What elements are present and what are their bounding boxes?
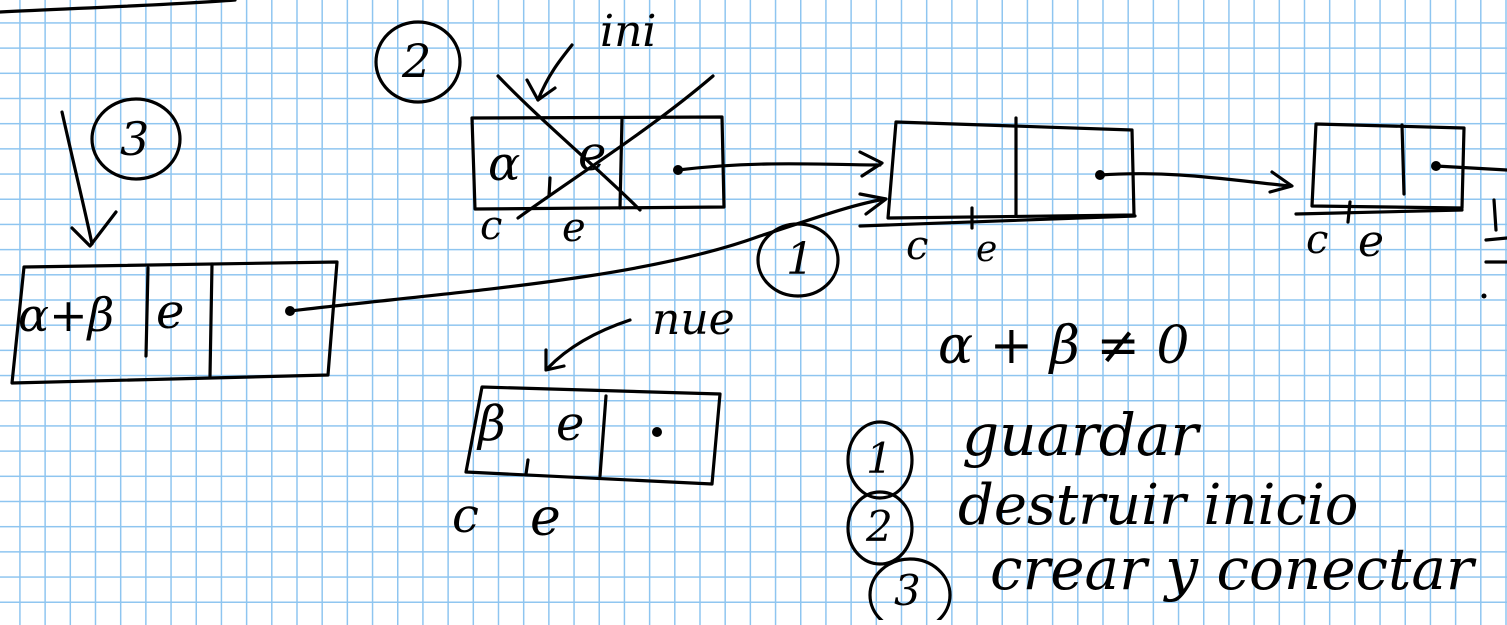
new-node-divider-1 (598, 394, 608, 478)
new-node-pointer-dot (652, 427, 662, 437)
old-node-pointer-head (858, 150, 884, 178)
merged-node-exp: e (156, 284, 185, 340)
step-3-circle (90, 97, 182, 181)
new-node-coef: β (478, 396, 506, 452)
merged-node-pointer-head (858, 192, 888, 216)
old-node-coef: α (488, 136, 521, 192)
node-3-divider (1400, 123, 1406, 196)
nue-label: nue (652, 294, 735, 345)
step-3-marker-number: 3 (120, 112, 150, 166)
legend-step-3-number: 3 (894, 566, 921, 615)
node-2-pointer (1098, 172, 1292, 188)
old-node-box (470, 115, 726, 211)
node-2-underline (858, 214, 1137, 228)
node-3-pointer (1434, 164, 1507, 172)
node-3-field-e-label: e (1358, 216, 1385, 267)
old-node-cross-1 (496, 74, 642, 212)
new-node-field-c-label: c (452, 488, 479, 544)
new-node-exp: e (556, 396, 585, 452)
merged-node-coef: α+β (18, 288, 115, 342)
old-node-field-e-label: e (562, 205, 586, 251)
node-2-field-c-label: c (906, 223, 929, 269)
ini-arrow (536, 43, 574, 102)
new-node-field-e-label: e (530, 488, 561, 548)
node-3-continue (1484, 198, 1507, 264)
legend-step-1-number: 1 (866, 434, 893, 483)
new-node-tick (524, 458, 530, 476)
node-2-field-e-label: e (976, 229, 998, 270)
node-3-underline (1294, 208, 1464, 216)
old-node-divider-2 (547, 176, 552, 198)
legend-step-1-circle (846, 420, 914, 500)
old-node-cross-2 (516, 74, 715, 220)
top-stroke (0, 0, 237, 14)
legend-step-3-circle (868, 557, 952, 625)
nue-arrow (546, 318, 632, 370)
step-2-marker-number: 2 (402, 34, 432, 88)
ini-label: ini (600, 6, 657, 57)
nue-arrowhead (544, 348, 566, 372)
merged-node-box (10, 260, 339, 385)
node-3-stray-dot (1481, 293, 1487, 299)
node-2-pointer-head (1268, 170, 1294, 194)
old-node-pointer (676, 162, 882, 172)
node-3-field-c-label: c (1306, 217, 1329, 263)
legend-step-3-text: crear y conectar (990, 535, 1474, 603)
merged-node-pointer (288, 197, 887, 313)
merged-node-divider-2 (208, 262, 214, 378)
new-node-box (464, 385, 722, 486)
condition-text: α + β ≠ 0 (938, 316, 1190, 376)
legend-step-2-number: 2 (866, 502, 893, 551)
step-3-arrowhead (70, 210, 118, 248)
legend-step-2-circle (846, 490, 914, 566)
ini-arrowhead (525, 78, 557, 102)
node-3-box (1310, 122, 1466, 210)
node-2-box (886, 120, 1136, 220)
old-node-exp: e (578, 126, 607, 182)
legend-step-1-text: guardar (962, 401, 1199, 469)
step-1-marker-number: 1 (786, 234, 814, 285)
step-3-arrow (60, 110, 94, 246)
step-2-circle (374, 20, 462, 104)
legend-step-2-text: destruir inicio (958, 473, 1359, 538)
merged-node-divider-1 (144, 266, 150, 358)
old-node-field-c-label: c (480, 203, 503, 249)
